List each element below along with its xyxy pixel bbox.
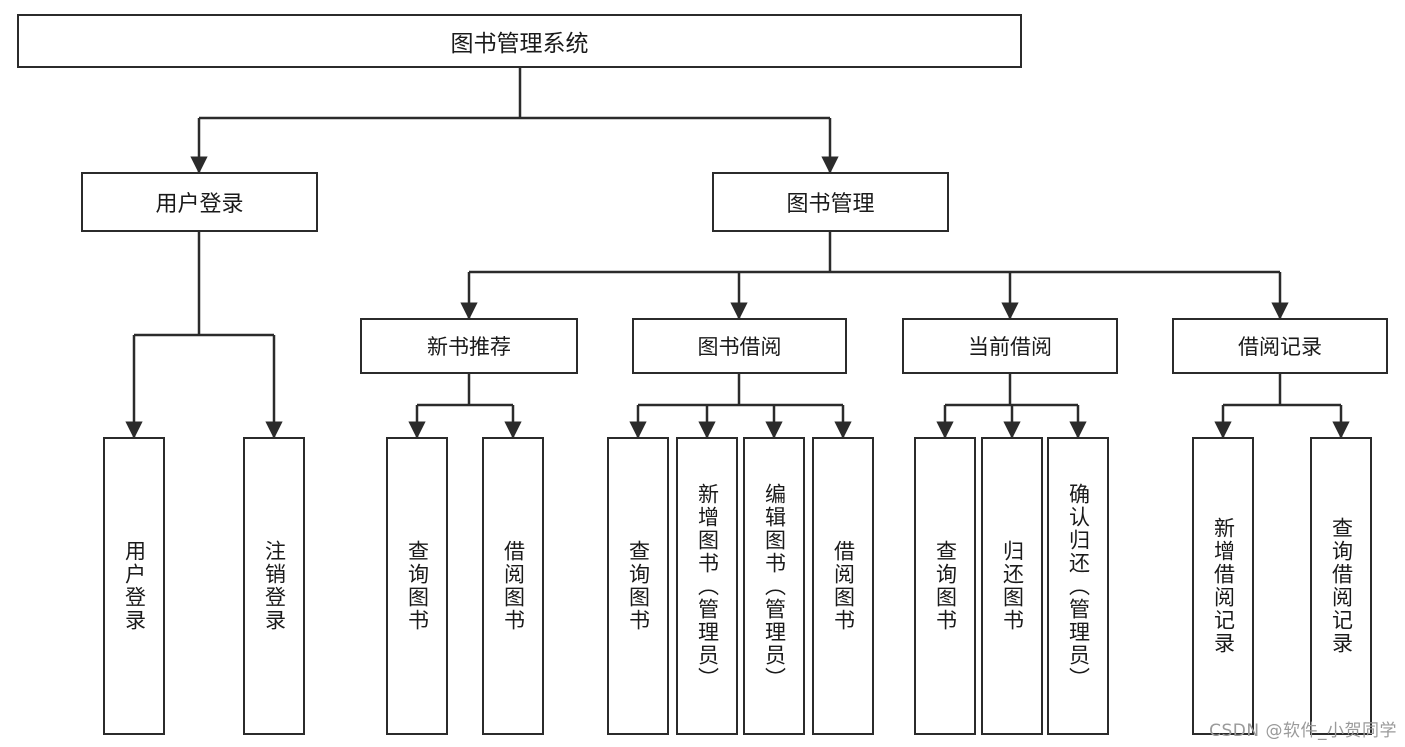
leaf-return-book[interactable]: 归还图书 bbox=[981, 437, 1043, 735]
leaf-user-login-label: 用户登录 bbox=[122, 540, 147, 632]
leaf-query-book-3[interactable]: 查询图书 bbox=[914, 437, 976, 735]
leaf-query-record[interactable]: 查询借阅记录 bbox=[1310, 437, 1372, 735]
node-book-manage-label: 图书管理 bbox=[786, 192, 875, 217]
leaf-confirm-return[interactable]: 确认归还（管理员） bbox=[1047, 437, 1109, 735]
leaf-borrow-book-2[interactable]: 借阅图书 bbox=[812, 437, 874, 735]
node-root-label: 图书管理系统 bbox=[450, 31, 589, 57]
leaf-borrow-book-1[interactable]: 借阅图书 bbox=[482, 437, 544, 735]
leaf-query-record-label: 查询借阅记录 bbox=[1329, 517, 1354, 655]
node-current-borrow[interactable]: 当前借阅 bbox=[902, 318, 1118, 374]
leaf-borrow-book-2-label: 借阅图书 bbox=[831, 540, 856, 632]
leaf-edit-book[interactable]: 编辑图书（管理员） bbox=[743, 437, 805, 735]
node-new-book-rec[interactable]: 新书推荐 bbox=[360, 318, 578, 374]
leaf-user-login[interactable]: 用户登录 bbox=[103, 437, 165, 735]
leaf-borrow-book-1-label: 借阅图书 bbox=[501, 540, 526, 632]
node-book-borrow-label: 图书借阅 bbox=[697, 335, 782, 359]
leaf-return-book-label: 归还图书 bbox=[1000, 540, 1025, 632]
leaf-add-record[interactable]: 新增借阅记录 bbox=[1192, 437, 1254, 735]
leaf-add-record-label: 新增借阅记录 bbox=[1211, 517, 1236, 655]
leaf-query-book-2[interactable]: 查询图书 bbox=[607, 437, 669, 735]
leaf-query-book-3-label: 查询图书 bbox=[933, 540, 958, 632]
leaf-edit-book-label: 编辑图书（管理员） bbox=[762, 482, 787, 690]
leaf-confirm-return-label: 确认归还（管理员） bbox=[1066, 482, 1091, 690]
node-new-book-rec-label: 新书推荐 bbox=[427, 335, 511, 359]
leaf-query-book-1[interactable]: 查询图书 bbox=[386, 437, 448, 735]
leaf-logout[interactable]: 注销登录 bbox=[243, 437, 305, 735]
node-book-borrow[interactable]: 图书借阅 bbox=[632, 318, 847, 374]
node-user-login[interactable]: 用户登录 bbox=[81, 172, 318, 232]
node-root[interactable]: 图书管理系统 bbox=[17, 14, 1022, 68]
node-current-borrow-label: 当前借阅 bbox=[968, 335, 1052, 359]
leaf-query-book-2-label: 查询图书 bbox=[626, 540, 651, 632]
leaf-logout-label: 注销登录 bbox=[262, 540, 287, 632]
node-borrow-record[interactable]: 借阅记录 bbox=[1172, 318, 1388, 374]
leaf-add-book-label: 新增图书（管理员） bbox=[695, 482, 720, 690]
leaf-query-book-1-label: 查询图书 bbox=[405, 540, 430, 632]
leaf-add-book[interactable]: 新增图书（管理员） bbox=[676, 437, 738, 735]
node-borrow-record-label: 借阅记录 bbox=[1238, 335, 1322, 359]
node-book-manage[interactable]: 图书管理 bbox=[712, 172, 949, 232]
node-user-login-label: 用户登录 bbox=[155, 192, 244, 217]
